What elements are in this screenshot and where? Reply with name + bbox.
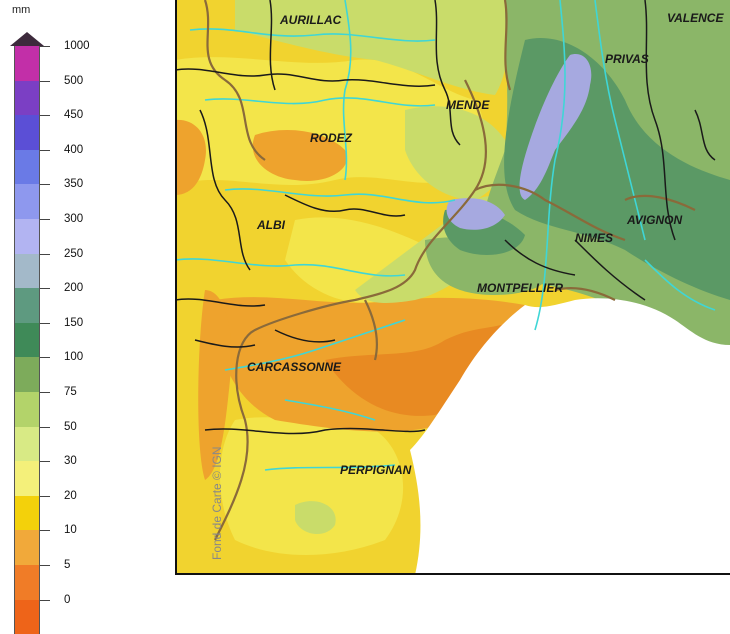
zone-green-nimes [425,237,547,295]
legend-tick [40,530,50,532]
legend-tick [40,80,50,82]
legend-color-cell [14,184,40,219]
legend-tick-label: 450 [64,109,84,122]
legend-tick-label: 300 [64,213,84,225]
department-borders [175,0,716,435]
city-label: ALBI [256,218,286,232]
legend-tick-label: 75 [64,386,77,398]
legend-color-bar [14,46,40,634]
zone-orange-left-strip [198,290,232,480]
legend-tick [40,253,50,255]
legend-tick-label: 50 [64,420,77,433]
legend-color-cell [14,530,40,565]
city-label: AURILLAC [279,13,342,27]
legend-tick [40,599,50,601]
legend-color-cell [14,461,40,496]
city-label: AVIGNON [626,213,682,227]
zone-lime-north [235,0,510,95]
legend-tick-label: 20 [64,489,77,502]
legend-tick [40,149,50,151]
legend-tick-label: 10 [64,524,77,537]
legend-color-cell [14,80,40,116]
legend-color-cell [14,495,40,531]
legend-tick [40,392,50,393]
zone-lavender-privas [519,54,592,200]
city-label: CARCASSONNE [247,360,342,374]
legend-tick [40,288,50,290]
zone-lavender-cevennes [446,198,505,230]
legend-color-cell [14,288,40,323]
legend-tick [40,219,50,220]
zone-yellow-south [220,417,404,555]
map-credit: Fond de Carte © IGN [210,446,224,560]
legend-color-cell [14,115,40,150]
city-label: MENDE [446,98,490,112]
rainfall-map: AURILLAC VALENCE PRIVAS MENDE RODEZ AVIG… [175,0,730,575]
legend-tick-label: 200 [64,282,84,295]
legend-tick [40,357,50,359]
legend-color-cell [14,426,40,462]
legend-tick [40,46,50,47]
zone-orange-west [175,119,206,195]
legend-tick [40,115,50,117]
legend-tick-label: 100 [64,351,84,364]
city-label: RODEZ [310,131,353,145]
city-label: PERPIGNAN [340,463,412,477]
zone-dark-orange-coast [325,320,515,416]
legend-color-cell [14,322,40,358]
rivers [175,0,716,471]
mediterranean-sea [410,298,730,575]
city-label: NIMES [575,231,613,245]
legend-unit: mm [12,4,31,16]
legend-tick [40,322,50,324]
zone-lime-south-blob [295,501,336,535]
legend-tick-label: 150 [64,316,84,329]
city-label: MONTPELLIER [477,281,563,295]
legend-tick-label: 500 [64,74,84,87]
city-label: VALENCE [667,11,724,25]
zone-orange-rodez [252,130,347,181]
legend-tick [40,184,50,186]
legend-tick-label: 5 [64,559,71,571]
legend-tick [40,461,50,463]
legend-color-cell [14,219,40,254]
legend-color-cell [14,253,40,289]
legend-tick [40,495,50,497]
regional-borders [203,0,696,541]
legend-tick-label: 0 [64,593,71,606]
legend-tick-label: 1000 [64,40,90,52]
legend-color-cell [14,46,40,81]
legend-color-cell [14,565,40,600]
legend-tick-label: 250 [64,247,84,260]
legend-arrow-icon [10,32,44,46]
legend-tick [40,565,50,566]
legend-tick-label: 350 [64,178,84,191]
legend-color-cell [14,392,40,427]
legend-tick-label: 400 [64,143,84,156]
city-label: PRIVAS [605,52,649,66]
legend-tick-label: 30 [64,455,77,468]
legend-color-cell [14,357,40,392]
legend-color-cell [14,149,40,185]
legend-tick [40,426,50,428]
